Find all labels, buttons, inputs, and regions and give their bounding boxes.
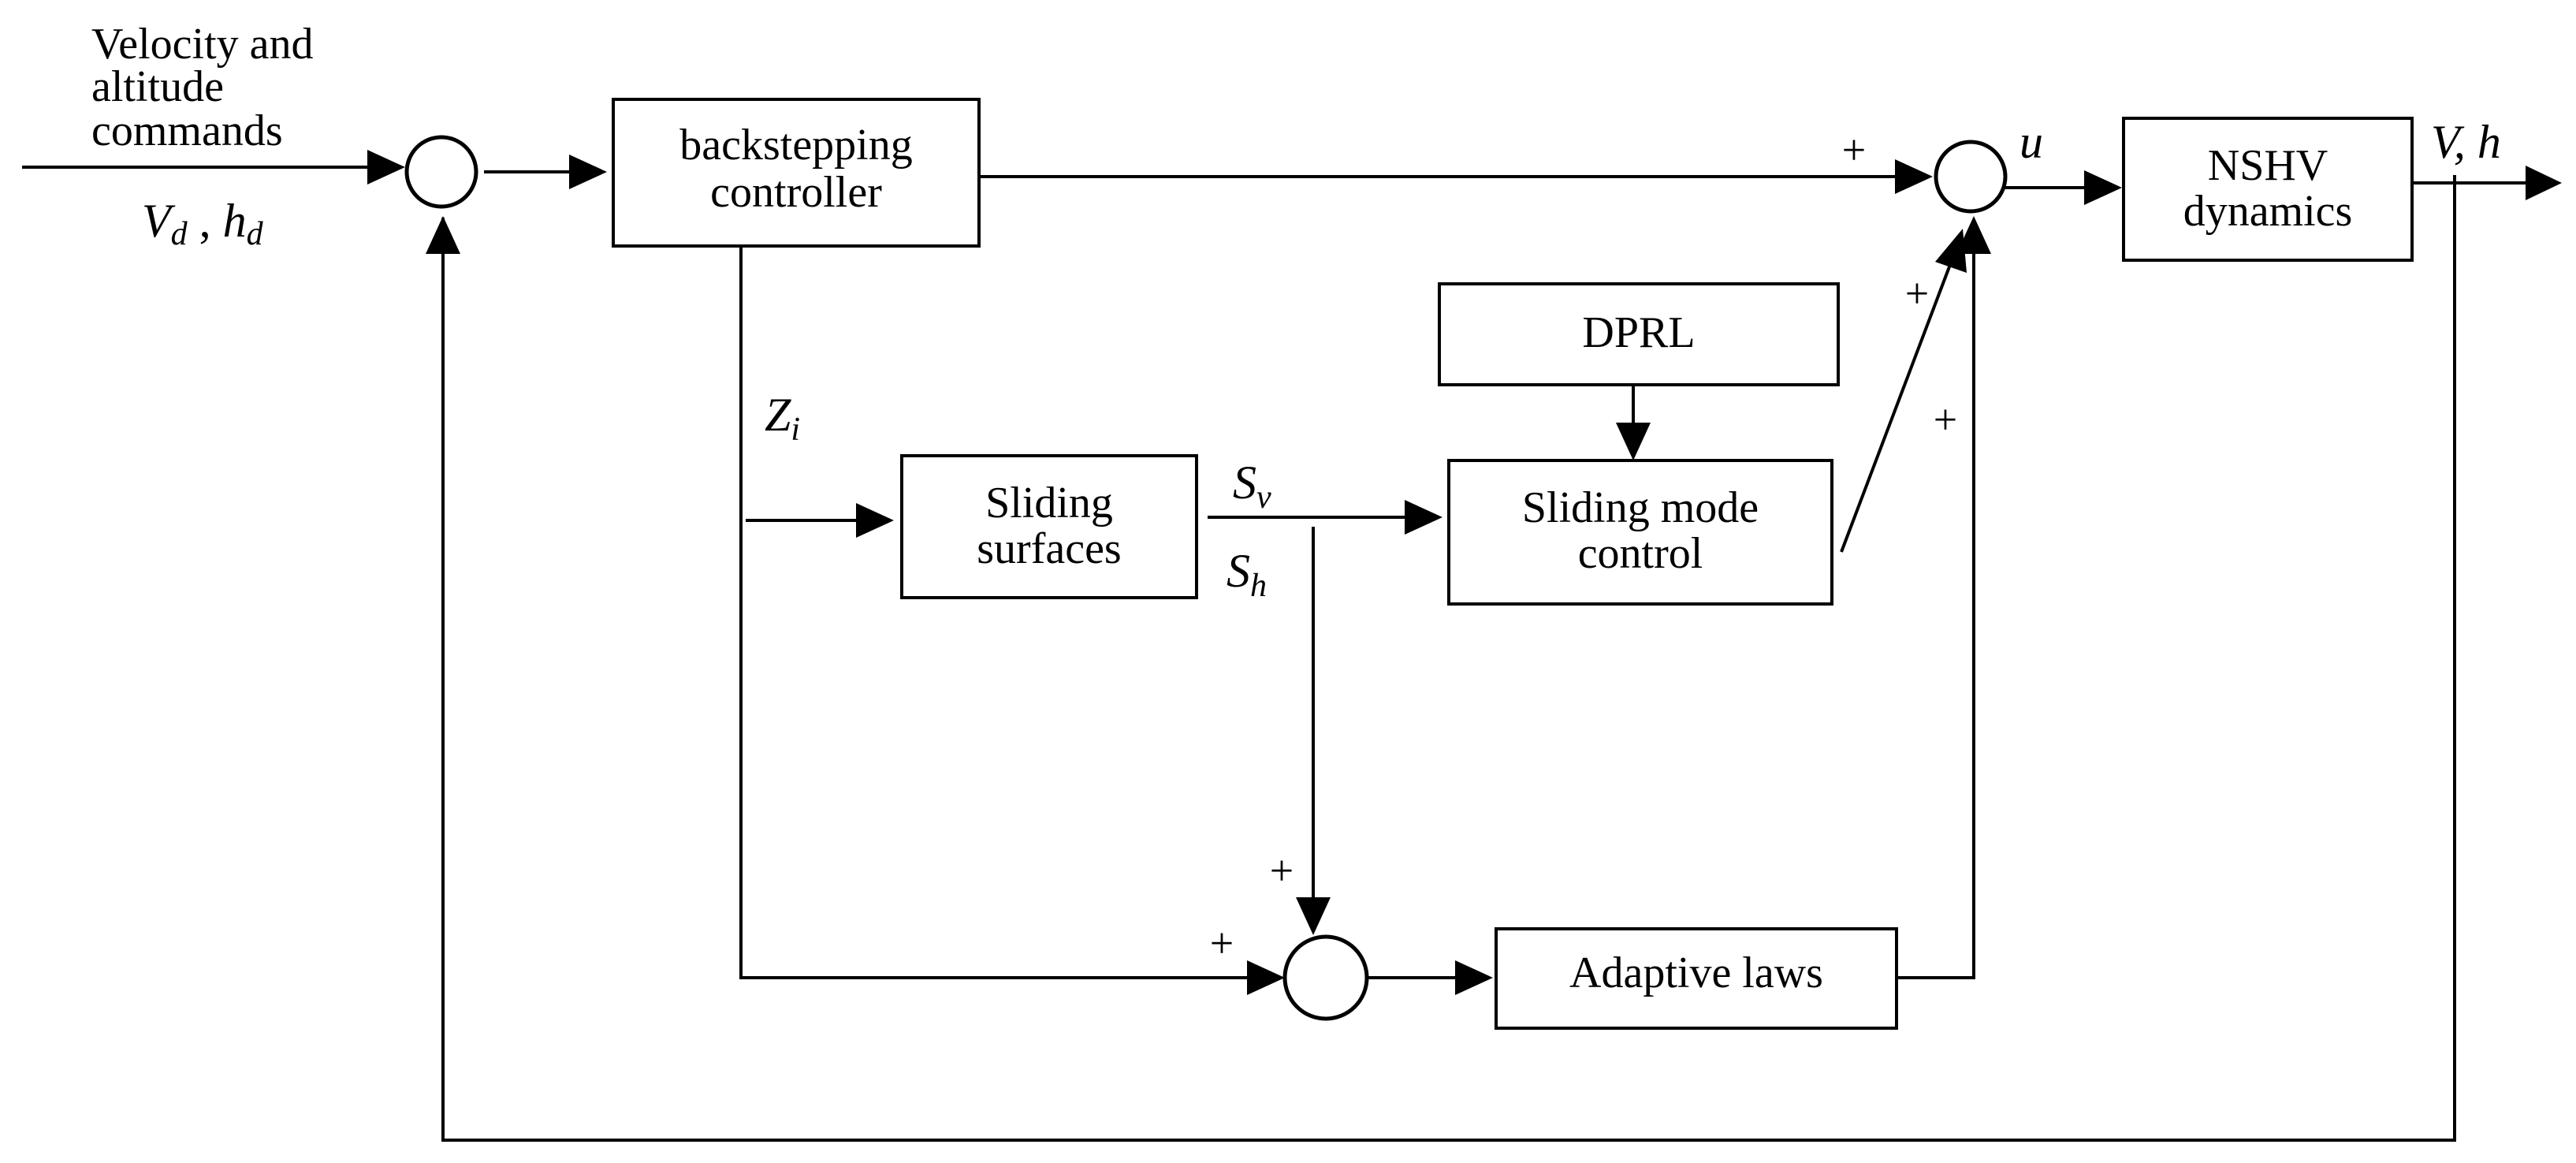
- arrowhead-to-smc: [1405, 500, 1442, 535]
- summing-junction-adaptive: [1282, 934, 1369, 1021]
- nshv-dynamics-block: NSHV dynamics: [2122, 117, 2414, 262]
- backstepping-label-line2: controller: [710, 168, 882, 217]
- sh-label: Sh: [1227, 545, 1267, 604]
- adaptive-laws-to-control-sum-line: [1897, 222, 1975, 979]
- backstepping-controller-block: backstepping controller: [612, 98, 981, 248]
- arrowhead-sh-to-adaptive-sum: [1296, 897, 1331, 935]
- arrowhead-zi-to-adaptive-sum: [1247, 960, 1285, 995]
- sliding-mode-label-line1: Sliding mode: [1522, 483, 1759, 532]
- dprl-block: DPRL: [1438, 282, 1840, 386]
- plus-sign-sh: +: [1270, 847, 1294, 894]
- sliding-surfaces-label-line1: Sliding: [985, 479, 1113, 527]
- smc-to-control-sum-line: [1840, 239, 1961, 553]
- arrowhead-to-backstepping: [569, 155, 607, 189]
- adaptive-laws-block: Adaptive laws: [1495, 927, 1898, 1030]
- plus-sign-zi: +: [1210, 919, 1234, 967]
- arrowhead-to-sliding-surfaces: [856, 503, 894, 538]
- plus-sign-adaptive-laws: +: [1934, 396, 1957, 443]
- commands-label-line1: Velocity and: [91, 20, 313, 69]
- arrowhead-to-nshv: [2084, 170, 2122, 205]
- zi-line: [739, 246, 1277, 979]
- sliding-mode-control-block: Sliding mode control: [1447, 459, 1833, 606]
- sliding-mode-label-line2: control: [1578, 529, 1703, 578]
- arrowhead-smc-to-control-sum: [1935, 229, 1967, 273]
- sliding-surfaces-label-line2: surfaces: [977, 524, 1121, 573]
- summing-junction-input: [404, 135, 478, 209]
- arrowhead-feedback: [426, 216, 460, 254]
- dprl-label: DPRL: [1582, 308, 1695, 357]
- arrowhead-dprl-to-smc: [1616, 423, 1651, 460]
- sv-label: Sv: [1233, 457, 1271, 516]
- commands-label-line2: altitude: [91, 62, 224, 111]
- arrowheads: [367, 150, 2562, 995]
- u-label: u: [2019, 116, 2043, 168]
- arrowhead-adaptive-laws-to-control-sum: [1956, 216, 1991, 254]
- nshv-label-line2: dynamics: [2183, 187, 2353, 236]
- zi-label: Zi: [765, 389, 800, 448]
- commands-label-line3: commands: [91, 106, 283, 155]
- summing-junction-control: [1934, 140, 2008, 214]
- arrowhead-output: [2526, 166, 2562, 200]
- arrowhead-to-control-sum: [1895, 159, 1933, 194]
- nshv-label-line1: NSHV: [2208, 141, 2328, 190]
- backstepping-label-line1: backstepping: [679, 121, 912, 170]
- feedback-line: [441, 175, 2456, 1142]
- plus-sign-smc: +: [1905, 270, 1929, 317]
- sliding-surfaces-block: Sliding surfaces: [900, 454, 1198, 599]
- vd-hd-label: Vd , hd: [142, 195, 264, 252]
- adaptive-laws-label: Adaptive laws: [1569, 949, 1823, 997]
- output-label: V, h: [2431, 116, 2501, 168]
- arrowhead-command-input: [367, 150, 405, 185]
- arrowhead-to-adaptive-laws: [1455, 960, 1493, 995]
- plus-sign-backstepping: +: [1842, 126, 1866, 173]
